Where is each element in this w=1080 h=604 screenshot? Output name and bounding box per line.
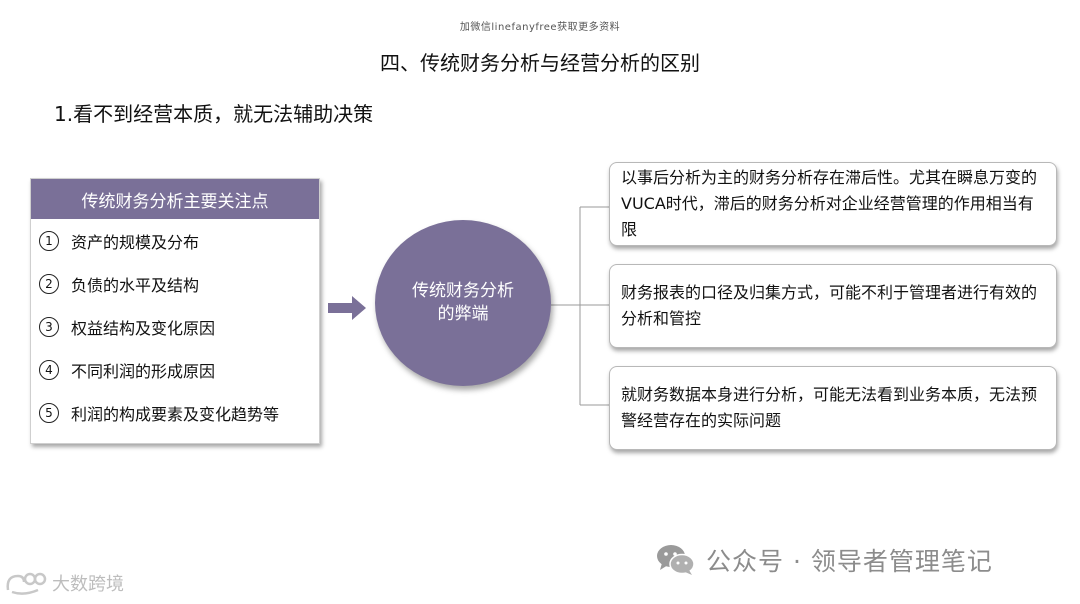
- item-number-badge: 3: [39, 316, 59, 337]
- item-number-badge: 2: [39, 273, 59, 294]
- watermark-text: 公众号 · 领导者管理笔记: [706, 547, 993, 576]
- drawback-text: 财务报表的口径及归集方式，可能不利于管理者进行有效的分析和管控: [621, 283, 1038, 328]
- focus-points-panel: 传统财务分析主要关注点 1 资产的规模及分布 2 负债的水平及结构 3 权益结构…: [30, 178, 320, 444]
- drawbacks-circle: 传统财务分析 的弊端: [375, 220, 551, 386]
- list-item: 2 负债的水平及结构: [31, 262, 319, 305]
- wechat-watermark: 公众号 · 领导者管理笔记: [656, 542, 993, 578]
- item-number-badge: 1: [39, 230, 59, 251]
- list-item-text: 利润的构成要素及变化趋势等: [71, 404, 280, 424]
- drawback-text: 就财务数据本身进行分析，可能无法看到业务本质，无法预警经营存在的实际问题: [621, 385, 1038, 430]
- focus-points-header: 传统财务分析主要关注点: [31, 179, 319, 219]
- list-item-text: 不同利润的形成原因: [71, 361, 216, 381]
- focus-points-list: 1 资产的规模及分布 2 负债的水平及结构 3 权益结构及变化原因 4 不同利润…: [31, 219, 319, 434]
- section-subtitle: 1.看不到经营本质，就无法辅助决策: [54, 102, 374, 126]
- list-item: 1 资产的规模及分布: [31, 219, 319, 262]
- drawback-box-3: 就财务数据本身进行分析，可能无法看到业务本质，无法预警经营存在的实际问题: [609, 366, 1057, 450]
- list-item: 4 不同利润的形成原因: [31, 348, 319, 391]
- list-item-text: 权益结构及变化原因: [71, 318, 216, 338]
- circle-label-line-2: 的弊端: [437, 304, 489, 324]
- drawback-box-1: 以事后分析为主的财务分析存在滞后性。尤其在瞬息万变的VUCA时代，滞后的财务分析…: [609, 162, 1057, 246]
- top-watermark-note: 加微信linefanyfree获取更多资料: [459, 22, 621, 33]
- list-item-text: 资产的规模及分布: [71, 232, 200, 252]
- circle-label-line-1: 传统财务分析: [412, 281, 514, 301]
- item-number-badge: 4: [39, 359, 59, 380]
- brand-logo-icon: [6, 572, 47, 595]
- drawback-box-2: 财务报表的口径及归集方式，可能不利于管理者进行有效的分析和管控: [609, 264, 1057, 348]
- brand-watermark-text: 大数跨境: [52, 574, 124, 595]
- list-item: 5 利润的构成要素及变化趋势等: [31, 391, 319, 434]
- page-title: 四、传统财务分析与经营分析的区别: [380, 51, 700, 75]
- item-number-badge: 5: [39, 402, 59, 423]
- brand-watermark: 大数跨境: [4, 570, 124, 596]
- list-item: 3 权益结构及变化原因: [31, 305, 319, 348]
- wechat-icon: [657, 545, 695, 575]
- right-arrow-icon: [328, 296, 366, 320]
- drawback-text: 以事后分析为主的财务分析存在滞后性。尤其在瞬息万变的VUCA时代，滞后的财务分析…: [621, 168, 1038, 239]
- list-item-text: 负债的水平及结构: [71, 275, 200, 295]
